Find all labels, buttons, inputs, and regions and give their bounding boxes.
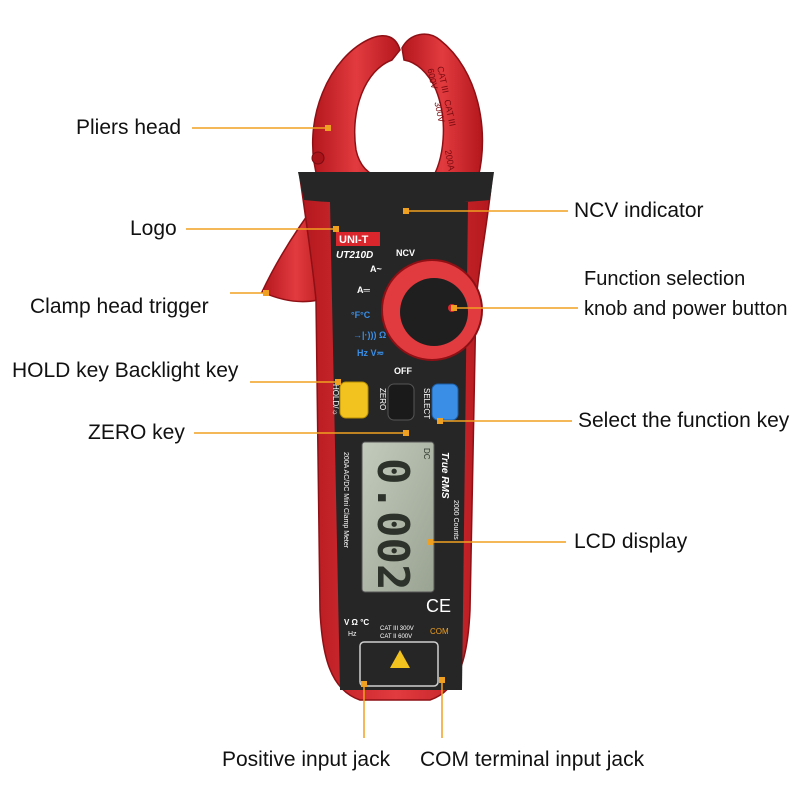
hold-button[interactable] [339,381,369,419]
marker-hold [335,379,341,385]
function-knob[interactable] [381,259,483,361]
label-pliers-head: Pliers head [76,116,182,139]
model-name: UT210D [336,250,373,261]
marker-zero [403,430,409,436]
label-logo: Logo [130,217,177,240]
dial-a-dc: A═ [357,285,370,295]
marker-trigger [263,290,269,296]
lcd-display [361,441,435,593]
dial-hz-v: Hz V≂ [357,348,384,358]
jack-cat2: CAT II 600V [380,634,412,640]
dial-temp: °F°C [351,310,371,320]
dial-ncv: NCV [396,248,415,258]
jack-window [359,641,439,687]
jack-cat1: CAT III 300V [380,626,414,632]
marker-knob [451,305,457,311]
dial-diode-ohm: →|·))) Ω [353,330,386,340]
com-label: COM [430,627,449,636]
label-clamp-trigger: Clamp head trigger [30,295,209,318]
leader-lines [186,127,578,738]
label-zero-key: ZERO key [88,421,185,444]
marker-positive [361,681,367,687]
dial-labels: NCV A~ A═ °F°C →|·))) Ω Hz V≂ OFF [351,248,415,376]
jaw-cat-marking: CAT III 600V CAT III 300V [425,65,457,127]
dial-off: OFF [394,366,412,376]
jack-hz: Hz [348,631,357,638]
jaw-cat-1-v: 600V [425,67,439,90]
warning-icon [390,650,410,668]
label-com-jack: COM terminal input jack [420,748,645,771]
ce-mark: CE [426,596,451,616]
marker-ncv [403,208,409,214]
marker-pliers [325,125,331,131]
leader-markers [263,125,457,687]
marker-logo [333,226,339,232]
dial-a-ac: A~ [370,264,382,274]
marker-lcd [427,539,433,545]
label-lcd-display: LCD display [574,530,688,553]
lcd-reading: 0.002 [367,458,418,590]
select-button[interactable] [431,383,459,421]
label-function-knob: Function selection knob and power button [584,268,788,320]
jack-symbols: V Ω °C [344,618,369,627]
jaw-screw [311,151,325,165]
top-cap [298,172,494,204]
true-rms: True RMS [439,452,450,499]
pliers-head: CAT III 600V CAT III 300V 200A [311,33,484,191]
jaw-cat-2-v: 300V [432,101,446,124]
label-positive-jack: Positive input jack [222,748,391,771]
brand-badge [336,232,380,246]
select-button-label: SELECT [422,388,431,419]
brand-logo: UNI-T [339,234,369,246]
zero-button[interactable] [387,383,415,421]
jaw-rating: 200A [443,149,457,171]
left-jaw [311,35,401,191]
label-hold-backlight: HOLD key Backlight key [12,359,239,382]
hold-button-label: HOLD/☼ [331,384,340,416]
label-ncv-indicator: NCV indicator [574,199,704,222]
marker-com [439,677,445,683]
marker-select [437,418,443,424]
lcd-dc: DC [422,448,431,460]
knob-face [400,278,468,346]
label-select-key: Select the function key [578,409,790,432]
counts: 2000 Counts [452,500,459,540]
side-text-left: 200A AC/DC Mini Clamp Meter [342,452,349,549]
zero-button-label: ZERO [378,388,387,410]
